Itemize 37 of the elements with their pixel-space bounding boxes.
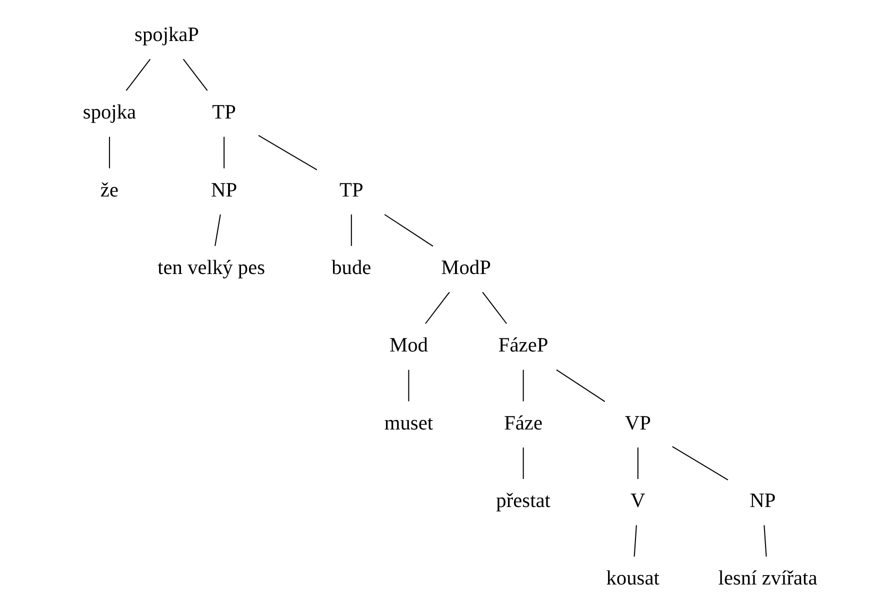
node-text: FázeP [498,334,548,357]
node-text: lesní zvířata [718,568,817,590]
node-text: Fáze [504,412,542,434]
node-text: kousat [606,568,659,590]
connector [214,214,220,246]
connector [763,525,766,557]
connector [522,370,524,402]
connector [108,136,110,168]
connector [556,369,605,402]
connector [408,370,409,402]
node-text: spojkaP [134,24,199,46]
node-text: spojka [82,102,136,124]
node-text: TP [212,102,236,124]
connector [672,446,728,480]
connector [424,292,450,324]
node-text: V [630,490,645,512]
node-text: bude [331,257,371,279]
connector [182,58,208,91]
connector [223,136,224,168]
connector [125,58,150,91]
connector [636,448,638,479]
connector [350,214,352,246]
node-text: muset [384,412,433,434]
node-text: NP [210,179,237,202]
node-text: NP [749,490,776,512]
node-text: Mod [388,334,428,357]
connector [482,292,506,324]
node-text: že [100,179,118,202]
connector [522,448,524,479]
node-text: ModP [440,257,490,279]
connector [258,134,317,170]
node-text: TP [339,179,363,202]
node-text: VP [624,412,650,434]
connector [384,214,433,247]
node-text: ten velký pes [157,257,265,279]
node-text: přestat [496,490,550,512]
connector [633,525,636,557]
